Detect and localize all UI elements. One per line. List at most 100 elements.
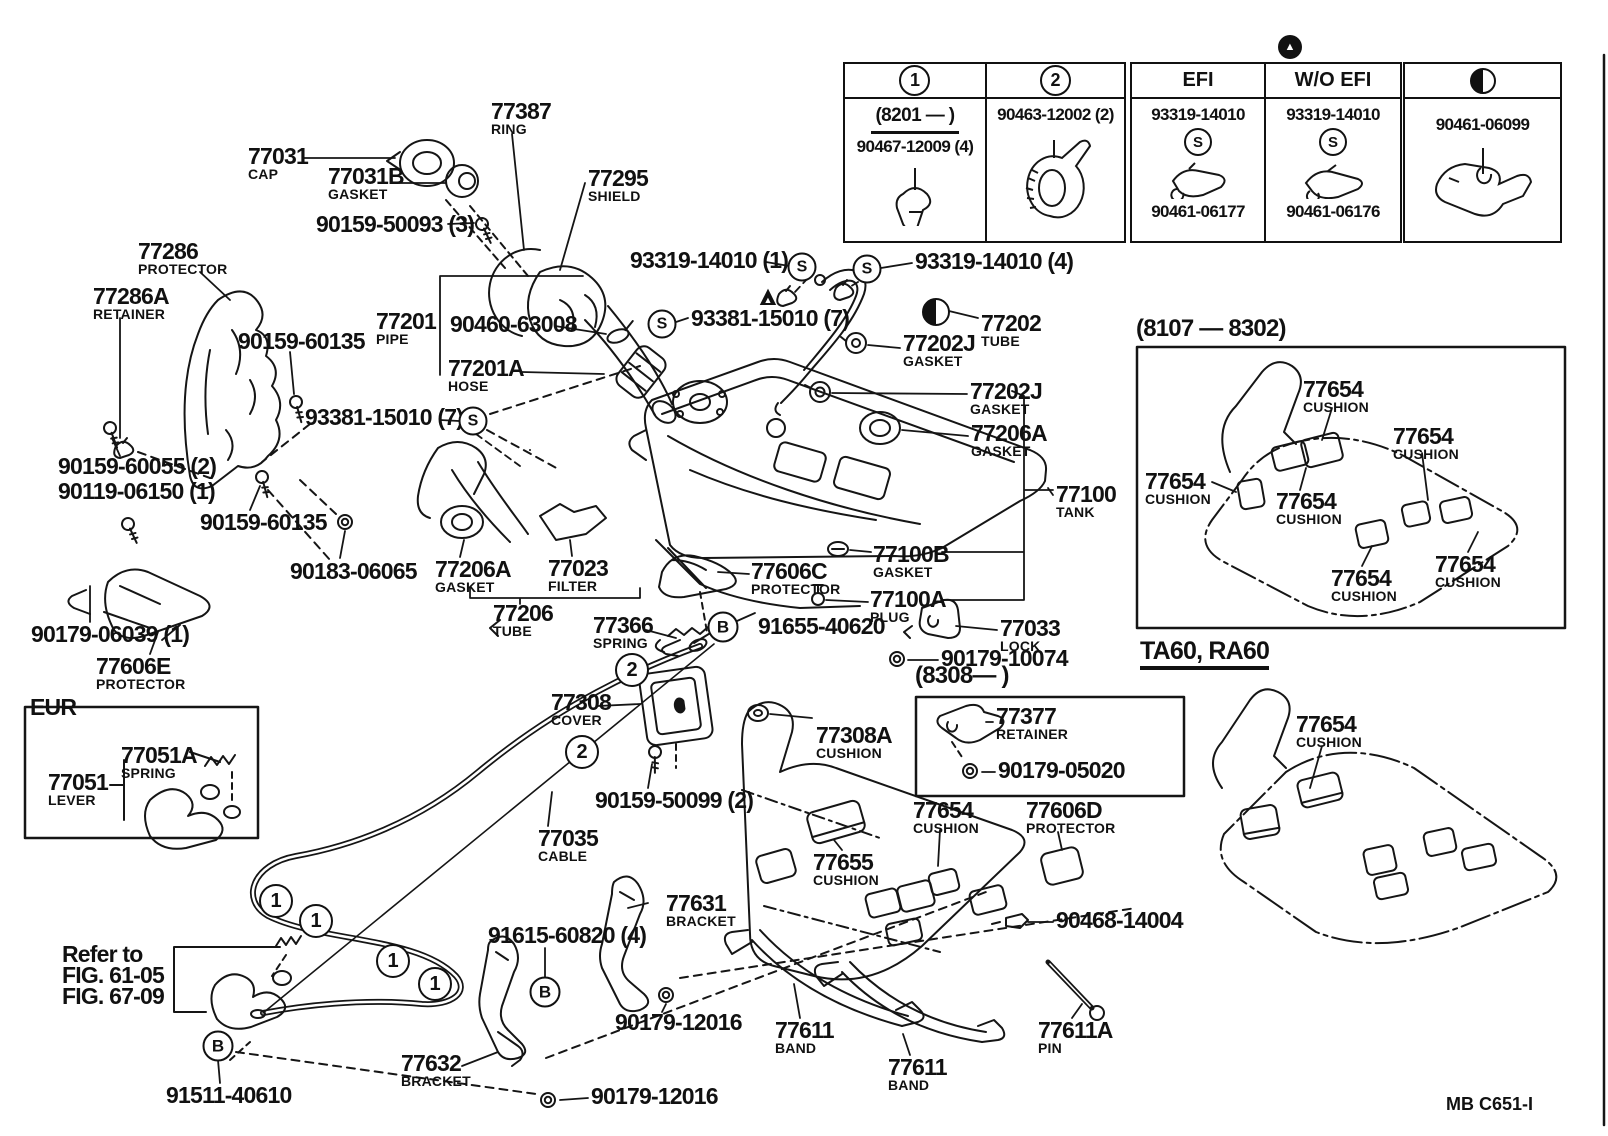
efi-header: EFI: [1132, 64, 1264, 99]
period-range: (8201 — ): [871, 105, 959, 134]
part-label-93381-15010-7-: 93381-15010 (7): [305, 404, 464, 430]
bracket-illustration: [1434, 148, 1532, 217]
ref-col-efi: EFI 93319-14010 S 90461-06177: [1132, 64, 1264, 241]
ref-col-wo-efi: W/O EFI 93319-14010 S 90461-06176: [1264, 64, 1400, 241]
circled-1-marker: 1: [418, 967, 452, 1001]
circled-1-marker: 1: [299, 904, 333, 938]
part-number: 90467-12009 (4): [856, 137, 974, 156]
part-label-91511-40610: 91511-40610: [166, 1082, 292, 1108]
ref-table-clips: 1 (8201 — ) 90467-12009 (4) 2 90463-1200…: [843, 62, 1126, 243]
ref-table-efi: EFI 93319-14010 S 90461-06177 W/O EFI 93…: [1130, 62, 1402, 243]
part-label-90183-06065: 90183-06065: [290, 558, 418, 584]
b-fastener-marker: B: [707, 611, 739, 643]
clip-illustration: [1304, 164, 1363, 199]
ref-table-bracket: 90461-06099: [1403, 62, 1562, 243]
half-circle-icon: [1469, 67, 1496, 94]
part-label--8308-: (8308— ): [915, 662, 1009, 689]
s-fastener-icon: S: [1319, 128, 1347, 156]
drawing-code: MB C651-I: [1446, 1094, 1534, 1114]
part-number: 90461-06177: [1151, 202, 1245, 221]
clip-illustration: [895, 168, 932, 226]
part-number: 93319-14010: [1286, 105, 1380, 124]
part-label-93381-15010-7-: 93381-15010 (7): [691, 305, 850, 331]
clip-illustration: [1170, 162, 1226, 199]
ref-col-1: 1 (8201 — ) 90467-12009 (4): [845, 64, 985, 241]
part-label-eur: EUR: [30, 694, 77, 720]
part-label-91655-40620: 91655-40620: [758, 613, 886, 639]
s-fastener-marker: S: [852, 254, 882, 284]
part-number: 90463-12002 (2): [997, 105, 1114, 124]
clamp-illustration: [1026, 139, 1092, 219]
circled-1-marker: 1: [259, 884, 293, 918]
part-label-90179-10074: 90179-10074: [941, 645, 1069, 671]
part-label-90179-12016: 90179-12016: [615, 1009, 743, 1035]
triangle-marker: ▲▲: [754, 280, 782, 311]
part-number: 93319-14010: [1151, 105, 1245, 124]
circled-2-marker: 2: [565, 735, 599, 769]
circled-1-icon: 1: [899, 65, 931, 96]
part-label-90159-60135: 90159-60135: [238, 328, 366, 354]
circled-1-marker: 1: [376, 944, 410, 978]
part-number: 90461-06176: [1286, 202, 1380, 221]
s-fastener-marker: S: [787, 252, 817, 282]
part-label-90159-50093-3-: 90159-50093 (3): [316, 211, 475, 237]
part-label-90159-60055-2-: 90159-60055 (2): [58, 453, 217, 479]
s-fastener-marker: S: [458, 406, 488, 436]
wo-efi-header: W/O EFI: [1266, 64, 1400, 99]
part-label-90159-50099-2-: 90159-50099 (2): [595, 787, 754, 813]
part-number: 90461-06099: [1435, 115, 1530, 134]
part-label--8107-8302-: (8107 — 8302): [1136, 315, 1287, 342]
part-label-93319-14010-4-: 93319-14010 (4): [915, 248, 1074, 274]
circled-triangle-marker: ▲: [1278, 35, 1302, 59]
ref-col-2: 2 90463-12002 (2): [984, 64, 1124, 241]
b-fastener-marker: B: [529, 976, 561, 1008]
s-fastener-marker: S: [647, 309, 677, 339]
half-circle-marker: [922, 298, 950, 326]
part-label-90119-06150-1-: 90119-06150 (1): [58, 478, 216, 504]
circled-2-marker: 2: [615, 653, 649, 687]
s-fastener-icon: S: [1184, 128, 1212, 156]
part-label-90179-05020: 90179-05020: [998, 757, 1126, 783]
part-label-91615-60820-4-: 91615-60820 (4): [488, 922, 647, 948]
